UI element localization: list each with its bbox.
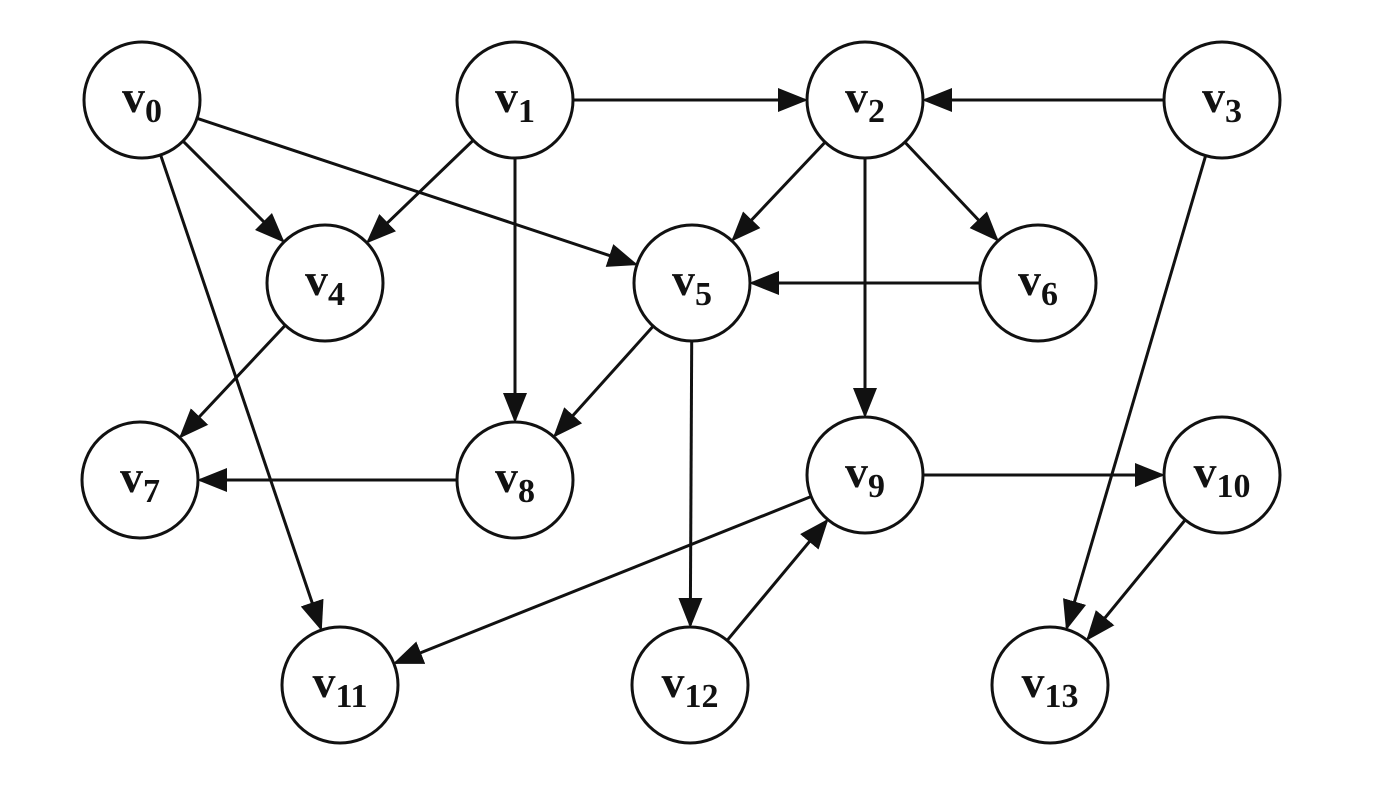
node-v8: v8 bbox=[455, 420, 575, 540]
edge-v0-to-v4 bbox=[181, 139, 285, 243]
node-circle-v7 bbox=[80, 420, 200, 540]
node-circle-v10 bbox=[1162, 415, 1282, 535]
node-v0: v0 bbox=[82, 40, 202, 160]
node-label-v5: v5 bbox=[672, 254, 712, 313]
edge-v9-to-v11 bbox=[392, 495, 812, 665]
edge-v2-to-v5 bbox=[731, 141, 827, 242]
edge-v4-to-v7 bbox=[179, 324, 287, 439]
node-letter: v bbox=[845, 446, 868, 497]
node-label-v12: v12 bbox=[662, 656, 719, 715]
node-letter: v bbox=[845, 71, 868, 122]
node-circle-v0 bbox=[82, 40, 202, 160]
node-label-v2: v2 bbox=[845, 71, 885, 130]
node-subscript: 9 bbox=[868, 468, 885, 505]
node-v13: v13 bbox=[990, 625, 1110, 745]
node-subscript: 11 bbox=[335, 678, 367, 715]
edge-v0-to-v5 bbox=[196, 116, 638, 267]
node-subscript: 3 bbox=[1225, 93, 1242, 130]
node-letter: v bbox=[1194, 446, 1217, 497]
node-letter: v bbox=[122, 71, 145, 122]
node-circle-v1 bbox=[455, 40, 575, 160]
node-subscript: 13 bbox=[1045, 678, 1079, 715]
node-subscript: 2 bbox=[868, 93, 885, 130]
edge-v5-to-v12 bbox=[678, 340, 703, 629]
node-label-v4: v4 bbox=[305, 254, 345, 313]
edge-v3-to-v13 bbox=[1063, 155, 1208, 631]
node-letter: v bbox=[1018, 254, 1041, 305]
edge-v5-to-v8 bbox=[553, 325, 655, 438]
node-circle-v13 bbox=[990, 625, 1110, 745]
node-label-v1: v1 bbox=[495, 71, 535, 130]
node-label-v3: v3 bbox=[1202, 71, 1242, 130]
node-letter: v bbox=[312, 656, 335, 707]
node-subscript: 0 bbox=[145, 93, 162, 130]
edge-v2-to-v6 bbox=[903, 141, 999, 242]
edge-v1-to-v4 bbox=[366, 139, 475, 244]
node-label-v13: v13 bbox=[1022, 656, 1079, 715]
node-subscript: 8 bbox=[518, 473, 535, 510]
node-label-v9: v9 bbox=[845, 446, 885, 505]
node-circle-v2 bbox=[805, 40, 925, 160]
node-circle-v5 bbox=[632, 223, 752, 343]
node-v6: v6 bbox=[978, 223, 1098, 343]
edges-layer bbox=[159, 88, 1208, 665]
node-subscript: 10 bbox=[1217, 468, 1251, 505]
node-subscript: 5 bbox=[695, 276, 712, 313]
node-v10: v10 bbox=[1162, 415, 1282, 535]
node-label-v10: v10 bbox=[1194, 446, 1251, 505]
node-circle-v6 bbox=[978, 223, 1098, 343]
node-subscript: 6 bbox=[1041, 276, 1058, 313]
node-v4: v4 bbox=[265, 223, 385, 343]
node-circle-v4 bbox=[265, 223, 385, 343]
node-letter: v bbox=[672, 254, 695, 305]
node-v5: v5 bbox=[632, 223, 752, 343]
node-letter: v bbox=[1022, 656, 1045, 707]
node-v9: v9 bbox=[805, 415, 925, 535]
node-letter: v bbox=[120, 451, 143, 502]
node-letter: v bbox=[305, 254, 328, 305]
node-circle-v11 bbox=[280, 625, 400, 745]
node-label-v7: v7 bbox=[120, 451, 160, 510]
node-v11: v11 bbox=[280, 625, 400, 745]
node-subscript: 7 bbox=[143, 473, 160, 510]
node-label-v11: v11 bbox=[312, 656, 367, 715]
node-letter: v bbox=[495, 451, 518, 502]
node-circle-v12 bbox=[630, 625, 750, 745]
node-subscript: 1 bbox=[518, 93, 535, 130]
edge-v0-to-v11 bbox=[159, 154, 324, 632]
node-circle-v8 bbox=[455, 420, 575, 540]
node-subscript: 12 bbox=[685, 678, 719, 715]
node-label-v6: v6 bbox=[1018, 254, 1058, 313]
node-v7: v7 bbox=[80, 420, 200, 540]
node-v2: v2 bbox=[805, 40, 925, 160]
node-label-v8: v8 bbox=[495, 451, 535, 510]
edge-v12-to-v9 bbox=[725, 518, 829, 642]
node-subscript: 4 bbox=[328, 276, 345, 313]
edge-v10-to-v13 bbox=[1086, 518, 1187, 641]
node-letter: v bbox=[495, 71, 518, 122]
node-letter: v bbox=[662, 656, 685, 707]
node-v3: v3 bbox=[1162, 40, 1282, 160]
node-v1: v1 bbox=[455, 40, 575, 160]
node-circle-v9 bbox=[805, 415, 925, 535]
node-v12: v12 bbox=[630, 625, 750, 745]
node-letter: v bbox=[1202, 71, 1225, 122]
node-circle-v3 bbox=[1162, 40, 1282, 160]
node-label-v0: v0 bbox=[122, 71, 162, 130]
